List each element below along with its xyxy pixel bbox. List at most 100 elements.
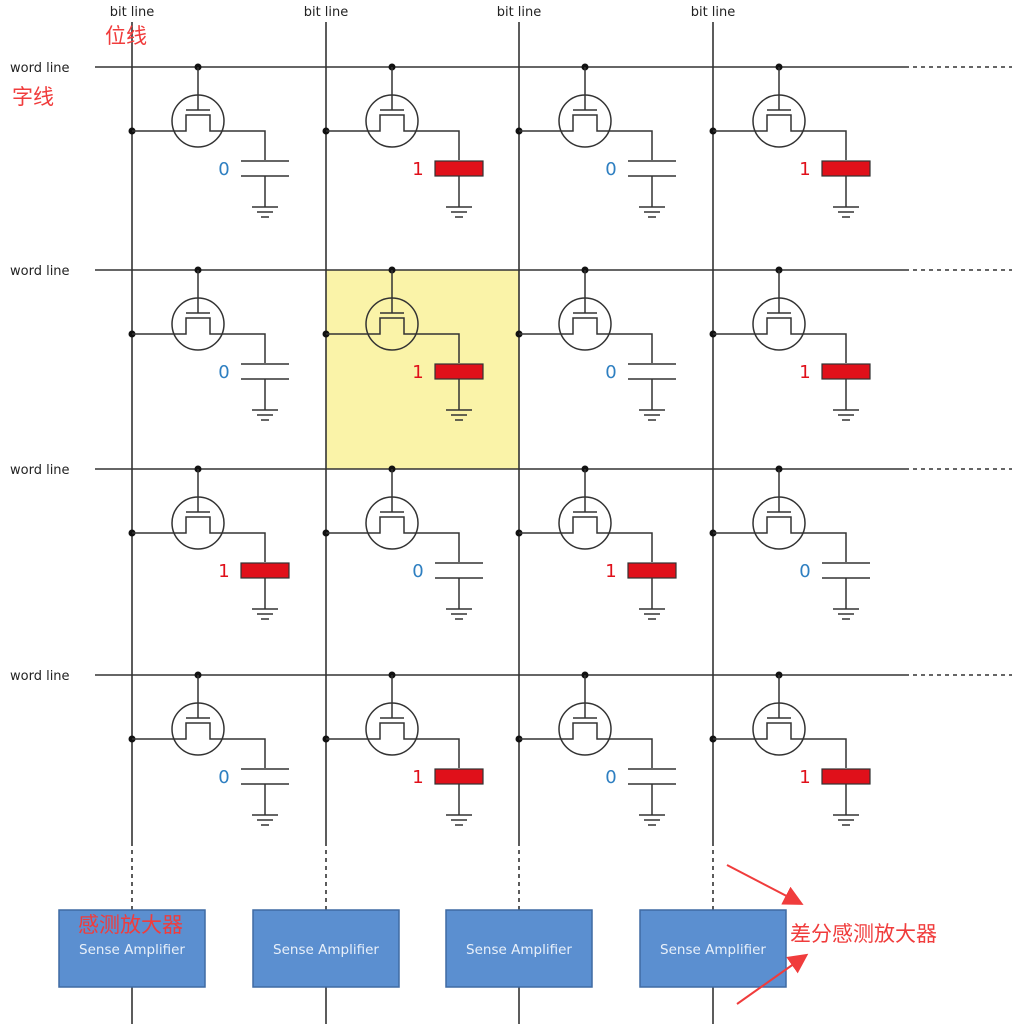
charged-capacitor-icon	[627, 562, 677, 609]
bit-value: 1	[799, 767, 810, 788]
charged-capacitor-icon	[821, 363, 871, 410]
transistor-icon	[713, 496, 847, 562]
ground-icon	[833, 814, 859, 826]
memory-cell: 0	[515, 63, 676, 218]
memory-cell: 1	[322, 671, 484, 826]
charged-capacitor-icon	[434, 768, 484, 815]
transistor-icon	[326, 702, 460, 768]
charged-capacitor-icon	[821, 160, 871, 207]
memory-cell: 0	[515, 266, 676, 421]
transistor-icon	[713, 94, 847, 160]
sense-amplifier: Sense Amplifier	[252, 909, 400, 988]
ground-icon	[833, 206, 859, 218]
capacitor-icon	[241, 363, 289, 410]
transistor-icon	[132, 702, 266, 768]
ground-icon	[446, 814, 472, 826]
memory-cell: 0	[128, 63, 289, 218]
ground-icon	[446, 608, 472, 620]
transistor-icon	[326, 297, 460, 363]
word-line-label: word line	[10, 61, 70, 76]
bit-value: 0	[218, 767, 229, 788]
ground-icon	[639, 814, 665, 826]
capacitor-icon	[822, 562, 870, 609]
sense-amplifier: Sense Amplifier	[639, 909, 787, 988]
sense-amp-annotation: 感测放大器	[78, 913, 183, 937]
transistor-icon	[713, 702, 847, 768]
word-line-annotation: 字线	[12, 85, 54, 109]
memory-cell: 1	[709, 671, 871, 826]
bit-value: 0	[412, 561, 423, 582]
word-line-label: word line	[10, 463, 70, 478]
diff-sense-amp-annotation: 差分感测放大器	[790, 922, 937, 946]
bit-line-annotation: 位线	[105, 24, 147, 48]
bit-line-label: bit line	[110, 5, 155, 20]
charged-capacitor-icon	[434, 160, 484, 207]
capacitor-icon	[628, 768, 676, 815]
capacitor-icon	[241, 160, 289, 207]
ground-icon	[639, 206, 665, 218]
bit-value: 0	[218, 362, 229, 383]
highlighted-cell	[326, 270, 519, 469]
bit-line-label: bit line	[304, 5, 349, 20]
bit-value: 0	[605, 362, 616, 383]
ground-icon	[833, 608, 859, 620]
ground-icon	[833, 409, 859, 421]
transistor-icon	[519, 94, 653, 160]
bit-line-label: bit line	[691, 5, 736, 20]
memory-cell: 1	[128, 465, 290, 620]
memory-cell: 0	[515, 671, 676, 826]
capacitor-icon	[435, 562, 483, 609]
sense-amplifier-label: Sense Amplifier	[466, 942, 572, 958]
capacitor-icon	[628, 160, 676, 207]
arrow-icon	[736, 953, 809, 1005]
transistor-icon	[713, 297, 847, 363]
charged-capacitor-icon	[434, 363, 484, 410]
memory-cell: 1	[709, 63, 871, 218]
ground-icon	[252, 814, 278, 826]
bit-value: 0	[218, 159, 229, 180]
memory-cell: 0	[709, 465, 870, 620]
transistor-icon	[132, 297, 266, 363]
memory-cell: 0	[128, 671, 289, 826]
sense-amplifier: Sense Amplifier	[58, 909, 206, 988]
bit-value: 1	[799, 159, 810, 180]
word-line-label: word line	[10, 264, 70, 279]
ground-icon	[446, 409, 472, 421]
memory-cell: 1	[322, 63, 484, 218]
bit-value: 1	[605, 561, 616, 582]
capacitor-icon	[628, 363, 676, 410]
memory-cell: 1	[515, 465, 677, 620]
ground-icon	[639, 608, 665, 620]
sense-amplifier: Sense Amplifier	[445, 909, 593, 988]
bit-value: 1	[412, 362, 423, 383]
ground-icon	[446, 206, 472, 218]
memory-cell: 0	[128, 266, 289, 421]
ground-icon	[639, 409, 665, 421]
bit-value: 0	[605, 159, 616, 180]
capacitor-icon	[241, 768, 289, 815]
word-line-label: word line	[10, 669, 70, 684]
bit-value: 1	[412, 159, 423, 180]
memory-cell: 1	[322, 266, 484, 421]
transistor-icon	[519, 297, 653, 363]
charged-capacitor-icon	[240, 562, 290, 609]
transistor-icon	[519, 702, 653, 768]
memory-cell: 0	[322, 465, 483, 620]
transistor-icon	[519, 496, 653, 562]
ground-icon	[252, 409, 278, 421]
sense-amplifier-label: Sense Amplifier	[660, 942, 766, 958]
memory-cell: 1	[709, 266, 871, 421]
sense-amplifier-label: Sense Amplifier	[273, 942, 379, 958]
ground-icon	[252, 608, 278, 620]
transistor-icon	[326, 496, 460, 562]
bit-value: 1	[799, 362, 810, 383]
transistor-icon	[132, 496, 266, 562]
bit-value: 1	[412, 767, 423, 788]
transistor-icon	[326, 94, 460, 160]
bit-value: 1	[218, 561, 229, 582]
bit-value: 0	[799, 561, 810, 582]
bit-value: 0	[605, 767, 616, 788]
charged-capacitor-icon	[821, 768, 871, 815]
